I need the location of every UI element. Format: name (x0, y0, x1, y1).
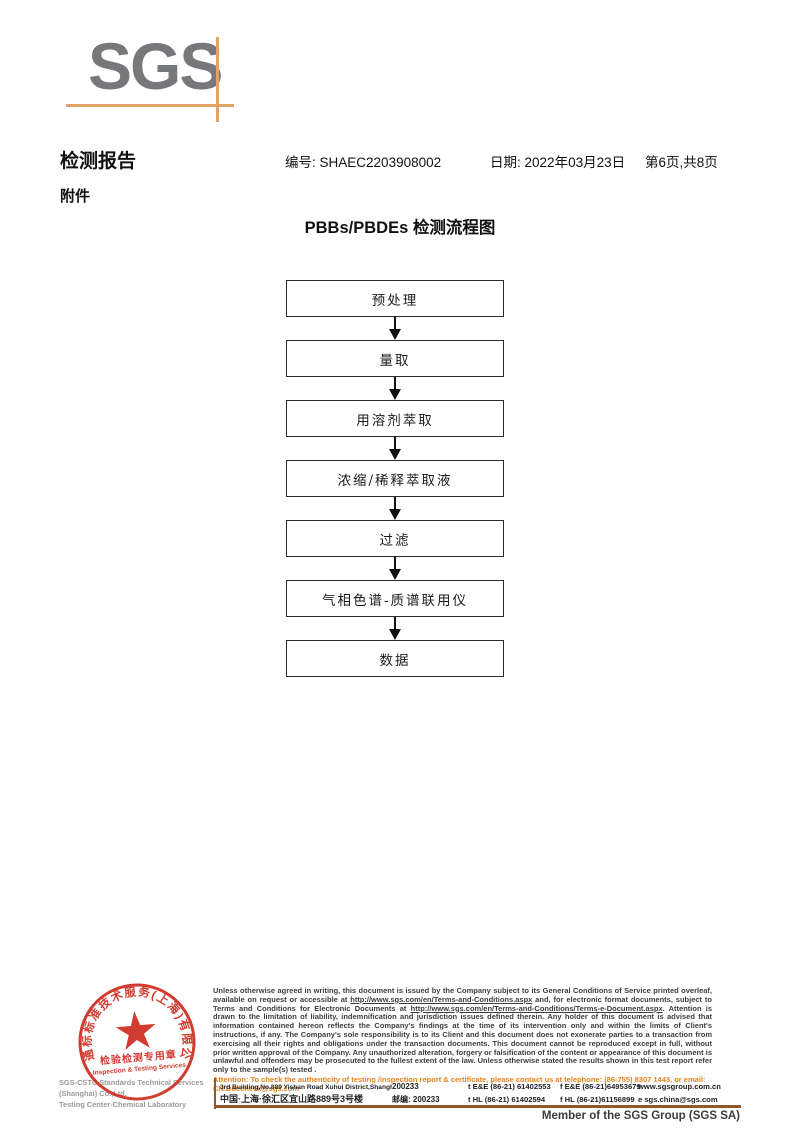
stamp-ring (78, 983, 196, 1101)
flow-step-4: 浓缩/稀释萃取液 (286, 460, 504, 497)
fax-en: f E&E (86-21)64953679 (560, 1082, 641, 1091)
company-name-block: SGS-CSTC Standards Technical Services (S… (59, 1077, 217, 1110)
postcode-cn: 邮编: 200233 (392, 1095, 440, 1104)
flow-step-1: 预处理 (286, 280, 504, 317)
address-vertical-rule (214, 1078, 216, 1109)
report-number-label: 编号: (285, 155, 316, 170)
address-row-en: 3rd Building,No.889 Yishan Road Xuhui Di… (220, 1082, 740, 1091)
address-cn: 中国·上海·徐汇区宜山路889号3号楼 (220, 1094, 364, 1104)
company-name-line2: Testing Center-Chemical Laboratory (59, 1100, 187, 1109)
flow-arrow-down-icon (389, 377, 401, 400)
sgs-logo: SGS (88, 29, 223, 103)
attention-text: Attention: To check the authenticity of … (213, 1074, 706, 1093)
report-date-label: 日期: (490, 155, 521, 170)
report-number: 编号: SHAEC2203908002 (285, 151, 441, 171)
address-en: 3rd Building,No.889 Yishan Road Xuhui Di… (220, 1084, 392, 1091)
email-link[interactable]: e sgs.china@sgs.com (638, 1095, 718, 1104)
report-title: 检测报告 (60, 151, 137, 172)
tel-en: t E&E (86-21) 61402553 (468, 1082, 551, 1091)
page-info: 第6页,共8页 (645, 155, 718, 170)
logo-horizontal-line (66, 104, 234, 107)
flow-arrow-down-icon (389, 557, 401, 580)
legal-text: and, for electronic format documents, su… (213, 994, 712, 1013)
legal-text: Unless otherwise agreed in writing, this… (213, 986, 712, 1004)
footer-rule (214, 1105, 741, 1108)
flow-step-3: 用溶剂萃取 (286, 400, 504, 437)
legal-paragraph: Unless otherwise agreed in writing, this… (213, 986, 712, 1075)
flow-step-2: 量取 (286, 340, 504, 377)
flow-step-5: 过滤 (286, 520, 504, 557)
inspection-stamp: 通标标准技术服务(上海)有限公司 检验检测专用章 Inspection & Te… (64, 980, 196, 1101)
tel-cn: t HL (86-21) 61402594 (468, 1095, 546, 1104)
flow-arrow-down-icon (389, 317, 401, 340)
report-date: 日期: 2022年03月23日 (490, 151, 625, 171)
flow-step-6: 气相色谱-质谱联用仪 (286, 580, 504, 617)
stamp-star-icon (115, 1011, 156, 1051)
logo-vertical-line (216, 37, 219, 122)
sgs-member-text: Member of the SGS Group (SGS SA) (541, 1110, 740, 1122)
flowchart-title: PBBs/PBDEs 检测流程图 (304, 219, 496, 237)
postcode-en: 200233 (392, 1082, 419, 1091)
legal-link[interactable]: http://www.sgs.com/en/Terms-and-Conditio… (410, 1003, 663, 1013)
flow-arrow-down-icon (389, 437, 401, 460)
report-number-value: SHAEC2203908002 (319, 155, 442, 170)
address-row-cn: 中国·上海·徐汇区宜山路889号3号楼 邮编: 200233 t HL (86-… (220, 1092, 740, 1105)
fax-cn: f HL (86-21)61156899 (560, 1095, 635, 1104)
company-name-line1: SGS-CSTC Standards Technical Services (S… (59, 1078, 204, 1098)
flow-arrow-down-icon (389, 497, 401, 520)
legal-link[interactable]: http://www.sgs.com/en/Terms-and-Conditio… (350, 994, 533, 1004)
legal-text: . Attention is drawn to the limitation o… (213, 1003, 712, 1075)
report-date-value: 2022年03月23日 (524, 155, 626, 170)
legal-block: Unless otherwise agreed in writing, this… (213, 986, 712, 1094)
website-link[interactable]: www.sgsgroup.com.cn (638, 1082, 721, 1091)
flow-arrow-down-icon (389, 617, 401, 640)
attachment-label: 附件 (60, 188, 91, 205)
flow-step-7: 数据 (286, 640, 504, 677)
flowchart: 预处理量取用溶剂萃取浓缩/稀释萃取液过滤气相色谱-质谱联用仪数据 (286, 280, 504, 677)
